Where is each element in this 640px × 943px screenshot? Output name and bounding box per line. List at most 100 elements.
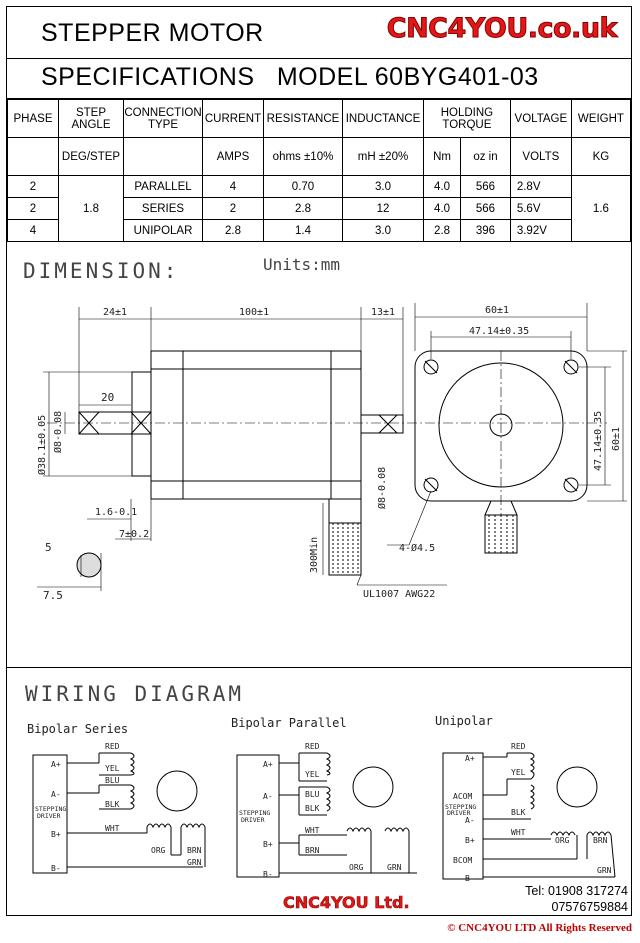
label-bipolar-parallel: Bipolar Parallel [231,716,347,730]
cell-resistance: 1.4 [263,219,343,242]
table-row: 4 UNIPOLAR 2.8 1.4 3.0 2.8 396 3.92V [7,219,631,242]
cell-phase: 2 [7,197,59,220]
wiring-diagrams: Bipolar Series Bipolar Parallel Unipolar… [27,715,616,883]
unipolar-diagram [442,752,616,880]
section-divider [7,667,631,668]
cell-phase: 2 [7,175,59,198]
driver-label: DRIVER [447,809,471,817]
wire-blu: BLU [305,790,320,799]
dim-8-right: Ø8-0.08 [376,467,388,509]
wire-wht: WHT [305,826,320,835]
title-row: STEPPER MOTOR CNC4YOU.co.uk [7,7,631,59]
wiring-title: WIRING DIAGRAM [25,682,245,706]
cell-current: 2 [202,197,264,220]
cell-current: 2.8 [202,219,264,242]
cell-voltage: 3.92V [509,219,572,242]
col-inductance: INDUCTANCE [342,99,424,138]
col-connection-type: CONNECTION TYPE [123,99,203,138]
dimension-drawing: 24±1 100±1 13±1 60±1 47.14±0.35 20 Ø38.1… [36,303,627,602]
wire-blk: BLK [305,804,320,813]
wire-org: ORG [349,863,364,872]
wire-org: ORG [555,836,570,845]
dim-47-right: 47.14±0.35 [593,411,604,471]
table-row: 2 1.8 PARALLEL 4 0.70 3.0 4.0 566 2.8V 1… [7,175,632,242]
wire-spec: UL1007 AWG22 [363,589,435,600]
unit-cell: KG [570,137,632,176]
wire-brn: BRN [593,836,608,845]
dim-13: 13±1 [371,307,395,318]
unit-cell [123,137,203,176]
page-title: STEPPER MOTOR [41,19,264,47]
dim-47-top: 47.14±0.35 [469,326,529,337]
brand-logo: CNC4YOU.co.uk [386,13,618,45]
dim-60-right: 60±1 [611,427,622,451]
term-a-minus: A- [263,792,273,801]
series-diagram [32,752,206,874]
term-b-plus: B+ [263,840,273,849]
dimension-title: DIMENSION: [23,259,180,283]
cell-nm: 2.8 [422,219,462,242]
mobile-number: 07576759884 [551,900,628,914]
dim-60: 60±1 [485,305,509,316]
wire-yel: YEL [305,770,320,779]
cell-type: UNIPOLAR [123,219,203,242]
shaft-right [360,414,404,434]
unit-cell: ohms ±10% [263,137,343,176]
term-a-minus: A- [465,816,475,825]
wire-brn: BRN [187,846,202,855]
wire-blk: BLK [105,800,120,809]
unit-cell: DEG/STEP [58,137,124,176]
cell-ozin: 566 [460,175,511,198]
term-acom: ACOM [453,792,472,801]
wire-red: RED [511,742,526,751]
label-unipolar: Unipolar [435,715,493,728]
cell-current: 4 [202,175,264,198]
wire-yel: YEL [105,764,120,773]
cell-type: SERIES [123,197,203,220]
dim-holes: 4-Ø4.5 [399,542,435,554]
wire-blk: BLK [511,808,526,817]
wire-grn: GRN [187,858,202,867]
driver-label: STEPPING [35,805,66,813]
cell-phase: 4 [7,219,59,242]
cell-nm: 4.0 [422,197,462,220]
unit-cell: VOLTS [509,137,572,176]
driver-label: STEPPING [445,803,476,811]
wire-wht: WHT [105,824,120,833]
term-a-minus: A- [51,790,61,799]
wire-wht: WHT [511,828,526,837]
wire-org: ORG [151,846,166,855]
driver-label: STEPPING [239,809,270,817]
term-b-minus: B- [263,870,273,879]
cell-step-angle: 1.8 [58,175,124,242]
term-bcom: BCOM [453,856,472,865]
wire-red: RED [305,742,320,751]
model-title: SPECIFICATIONS MODEL 60BYG401-03 [41,63,539,91]
term-a-plus: A+ [51,760,61,769]
col-weight: WEIGHT [570,99,632,138]
dim-20: 20 [101,391,114,404]
col-phase: PHASE [7,99,59,138]
dim-7-5: 7.5 [43,589,63,602]
col-step-angle: STEP ANGLE [58,99,124,138]
col-current: CURRENT [202,99,264,138]
cell-ozin: 566 [460,197,511,220]
unit-cell [7,137,59,176]
driver-label: DRIVER [37,812,61,820]
wire-yel: YEL [511,768,526,777]
dim-24: 24±1 [103,307,127,318]
parallel-diagram [236,752,417,878]
cell-resistance: 0.70 [263,175,343,198]
wire-grn: GRN [597,866,612,875]
wire-brn: BRN [305,846,320,855]
term-a-plus: A+ [465,754,475,763]
unit-cell: Nm [422,137,462,176]
cell-nm: 4.0 [422,175,462,198]
subtitle-row: SPECIFICATIONS MODEL 60BYG401-03 [7,59,631,99]
dim-5: 5 [45,541,52,554]
unit-cell: AMPS [202,137,264,176]
term-b-minus: B- [51,864,61,873]
dim-8-left: Ø8-0.08 [52,411,64,453]
table-row: 2 SERIES 2 2.8 12 4.0 566 5.6V [7,197,631,220]
units-label: Units:mm [263,255,341,274]
